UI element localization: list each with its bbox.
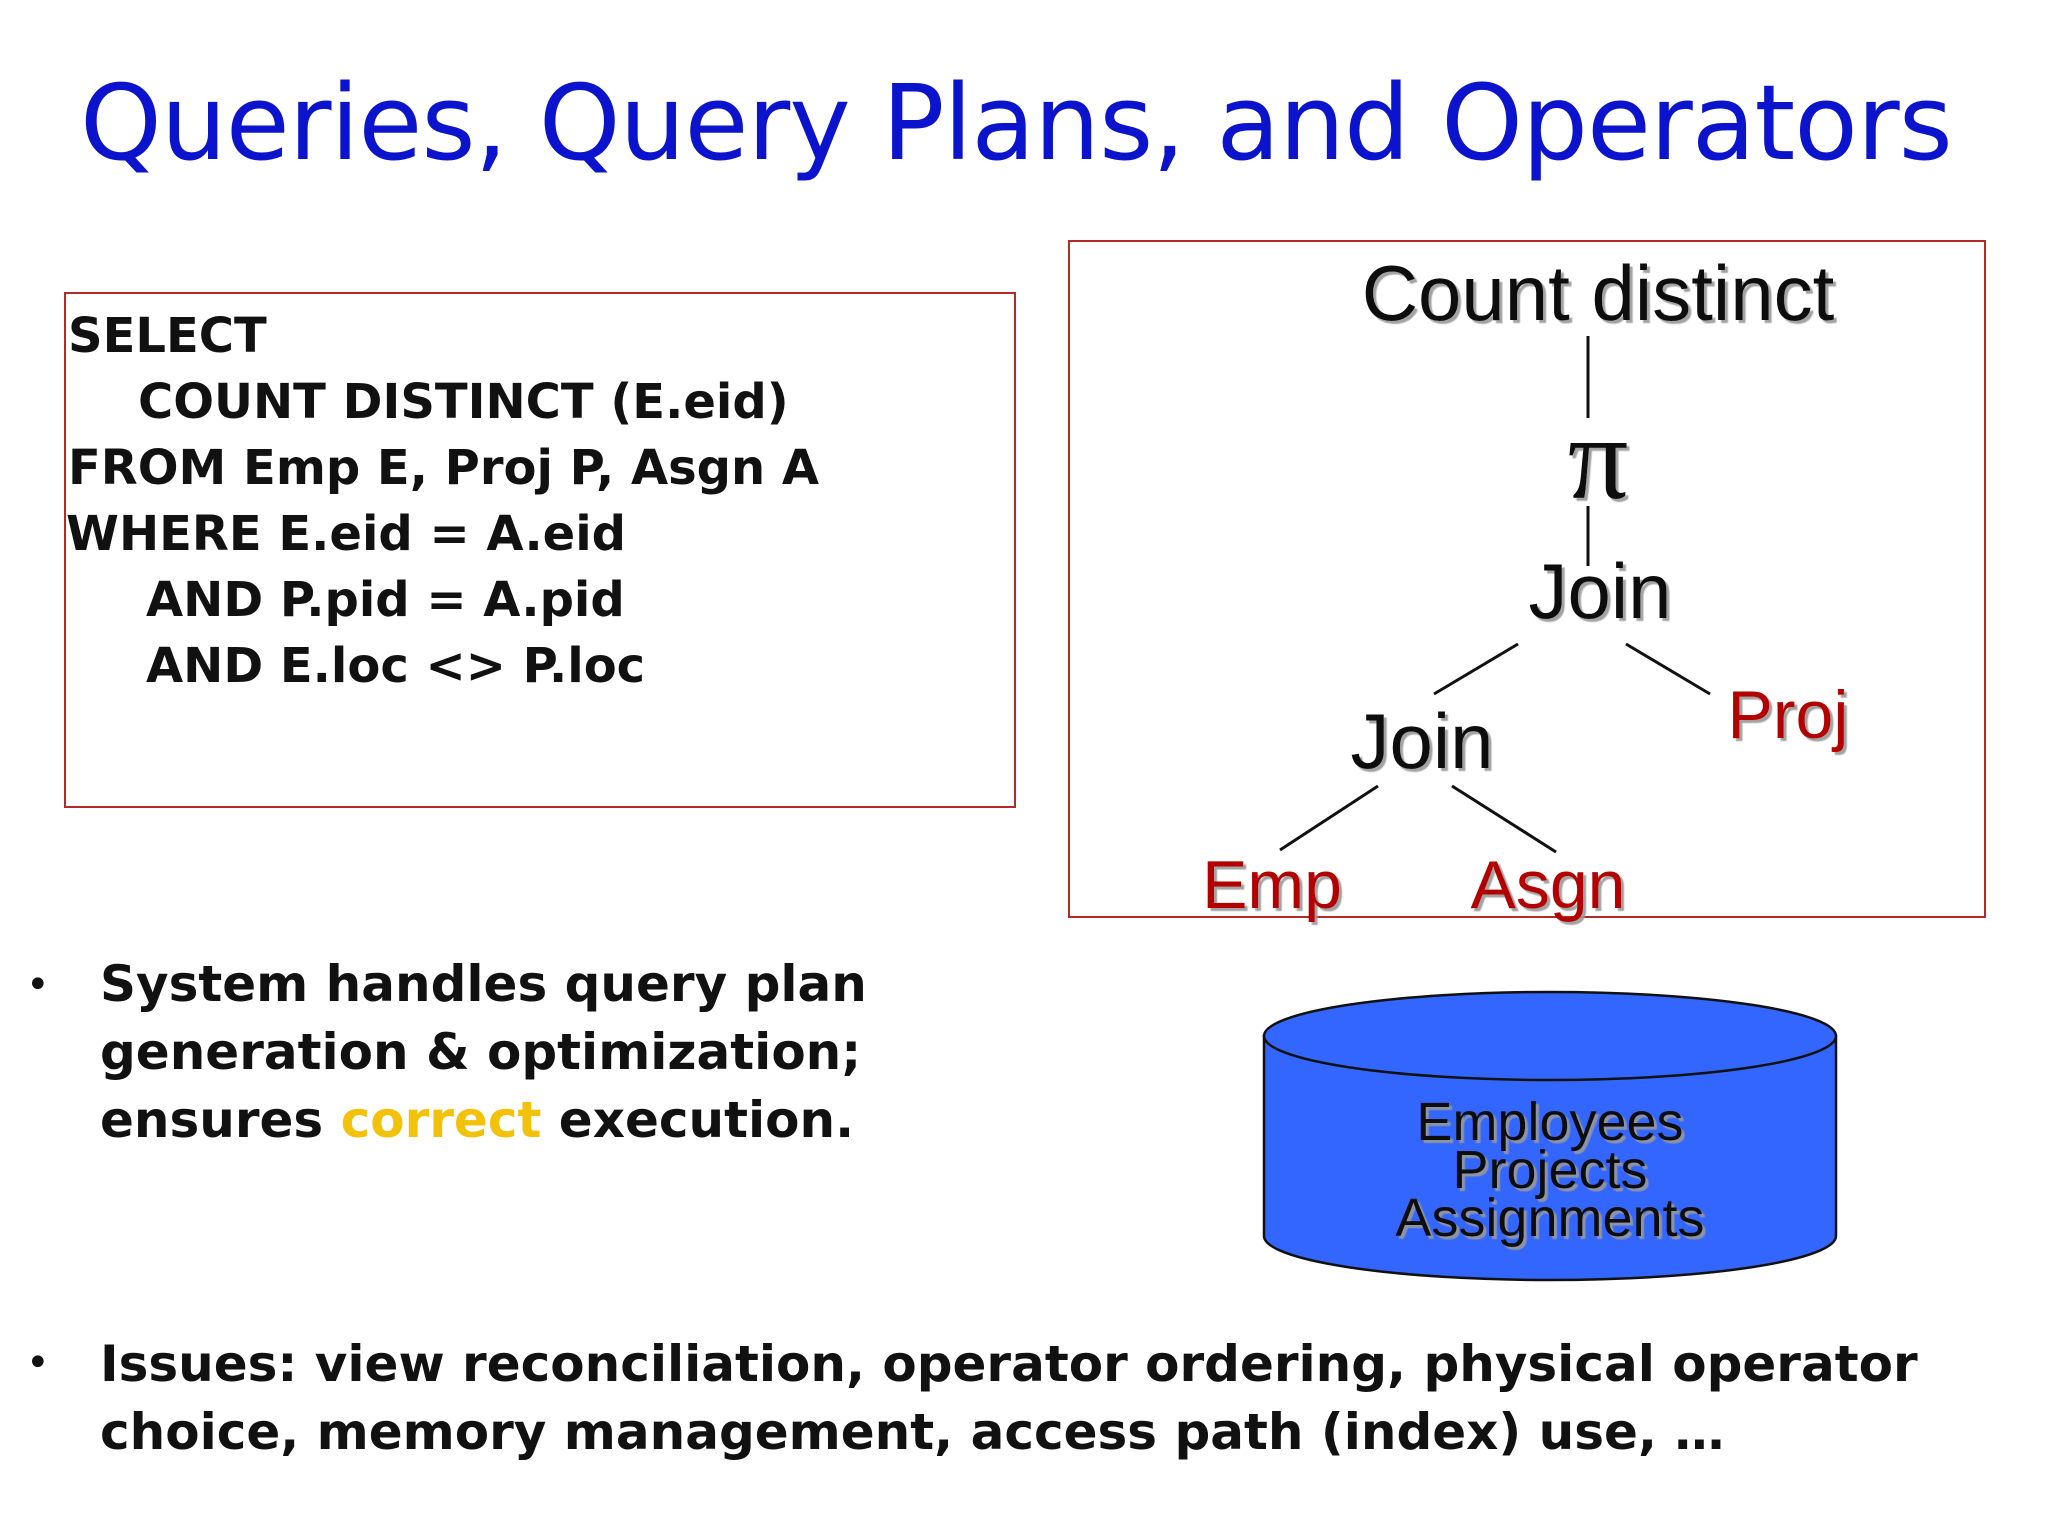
edge-join-to-asgn	[1451, 784, 1557, 854]
database-label-employees: Employees	[1416, 1092, 1683, 1152]
edge-join-to-join	[1433, 642, 1519, 696]
plan-node-join-top: Join	[1528, 547, 1671, 635]
query-plan-box-double-line	[1068, 240, 1986, 241]
slide-title: Queries, Query Plans, and Operators	[80, 62, 1953, 184]
plan-node-proj: Proj	[1728, 677, 1849, 753]
database-label-projects: Projects	[1452, 1140, 1647, 1200]
bullet-text-segment: execution.	[541, 1091, 855, 1149]
bullet-system-handles: System handles query plan generation & o…	[100, 950, 867, 1154]
bullet-text-segment: ensures	[100, 1091, 341, 1149]
sql-line: WHERE E.eid = A.eid	[66, 506, 627, 562]
sql-line: SELECT	[68, 308, 267, 364]
edge-join-to-proj	[1625, 642, 1711, 696]
edge-join-to-emp	[1279, 784, 1379, 852]
sql-line: AND E.loc <> P.loc	[146, 638, 646, 694]
bullet-issues: Issues: view reconciliation, operator or…	[100, 1330, 1918, 1466]
database-label-assignments: Assignments	[1395, 1188, 1704, 1248]
bullet-marker: •	[26, 1340, 50, 1386]
bullet-line: generation & optimization;	[100, 1023, 862, 1081]
sql-line: COUNT DISTINCT (E.eid)	[138, 374, 789, 430]
bullet-line: choice, memory management, access path (…	[100, 1403, 1725, 1461]
sql-query-box: SELECT COUNT DISTINCT (E.eid) FROM Emp E…	[64, 292, 1016, 808]
bullet-line: System handles query plan	[100, 955, 867, 1013]
sql-line: AND P.pid = A.pid	[146, 572, 625, 628]
plan-node-asgn: Asgn	[1471, 847, 1626, 923]
bullet-line: Issues: view reconciliation, operator or…	[100, 1335, 1918, 1393]
database-cylinder-icon	[1262, 990, 1838, 1282]
bullet-marker: •	[26, 962, 50, 1008]
plan-node-project: π	[1568, 391, 1629, 524]
bullet-line: ensures correct execution.	[100, 1086, 867, 1154]
plan-node-count-distinct: Count distinct	[1362, 249, 1835, 337]
sql-line: FROM Emp E, Proj P, Asgn A	[68, 440, 820, 496]
plan-node-emp: Emp	[1202, 847, 1342, 923]
highlight-word: correct	[340, 1091, 542, 1149]
query-plan-box	[1068, 240, 1986, 918]
plan-node-join-bottom: Join	[1350, 697, 1493, 785]
